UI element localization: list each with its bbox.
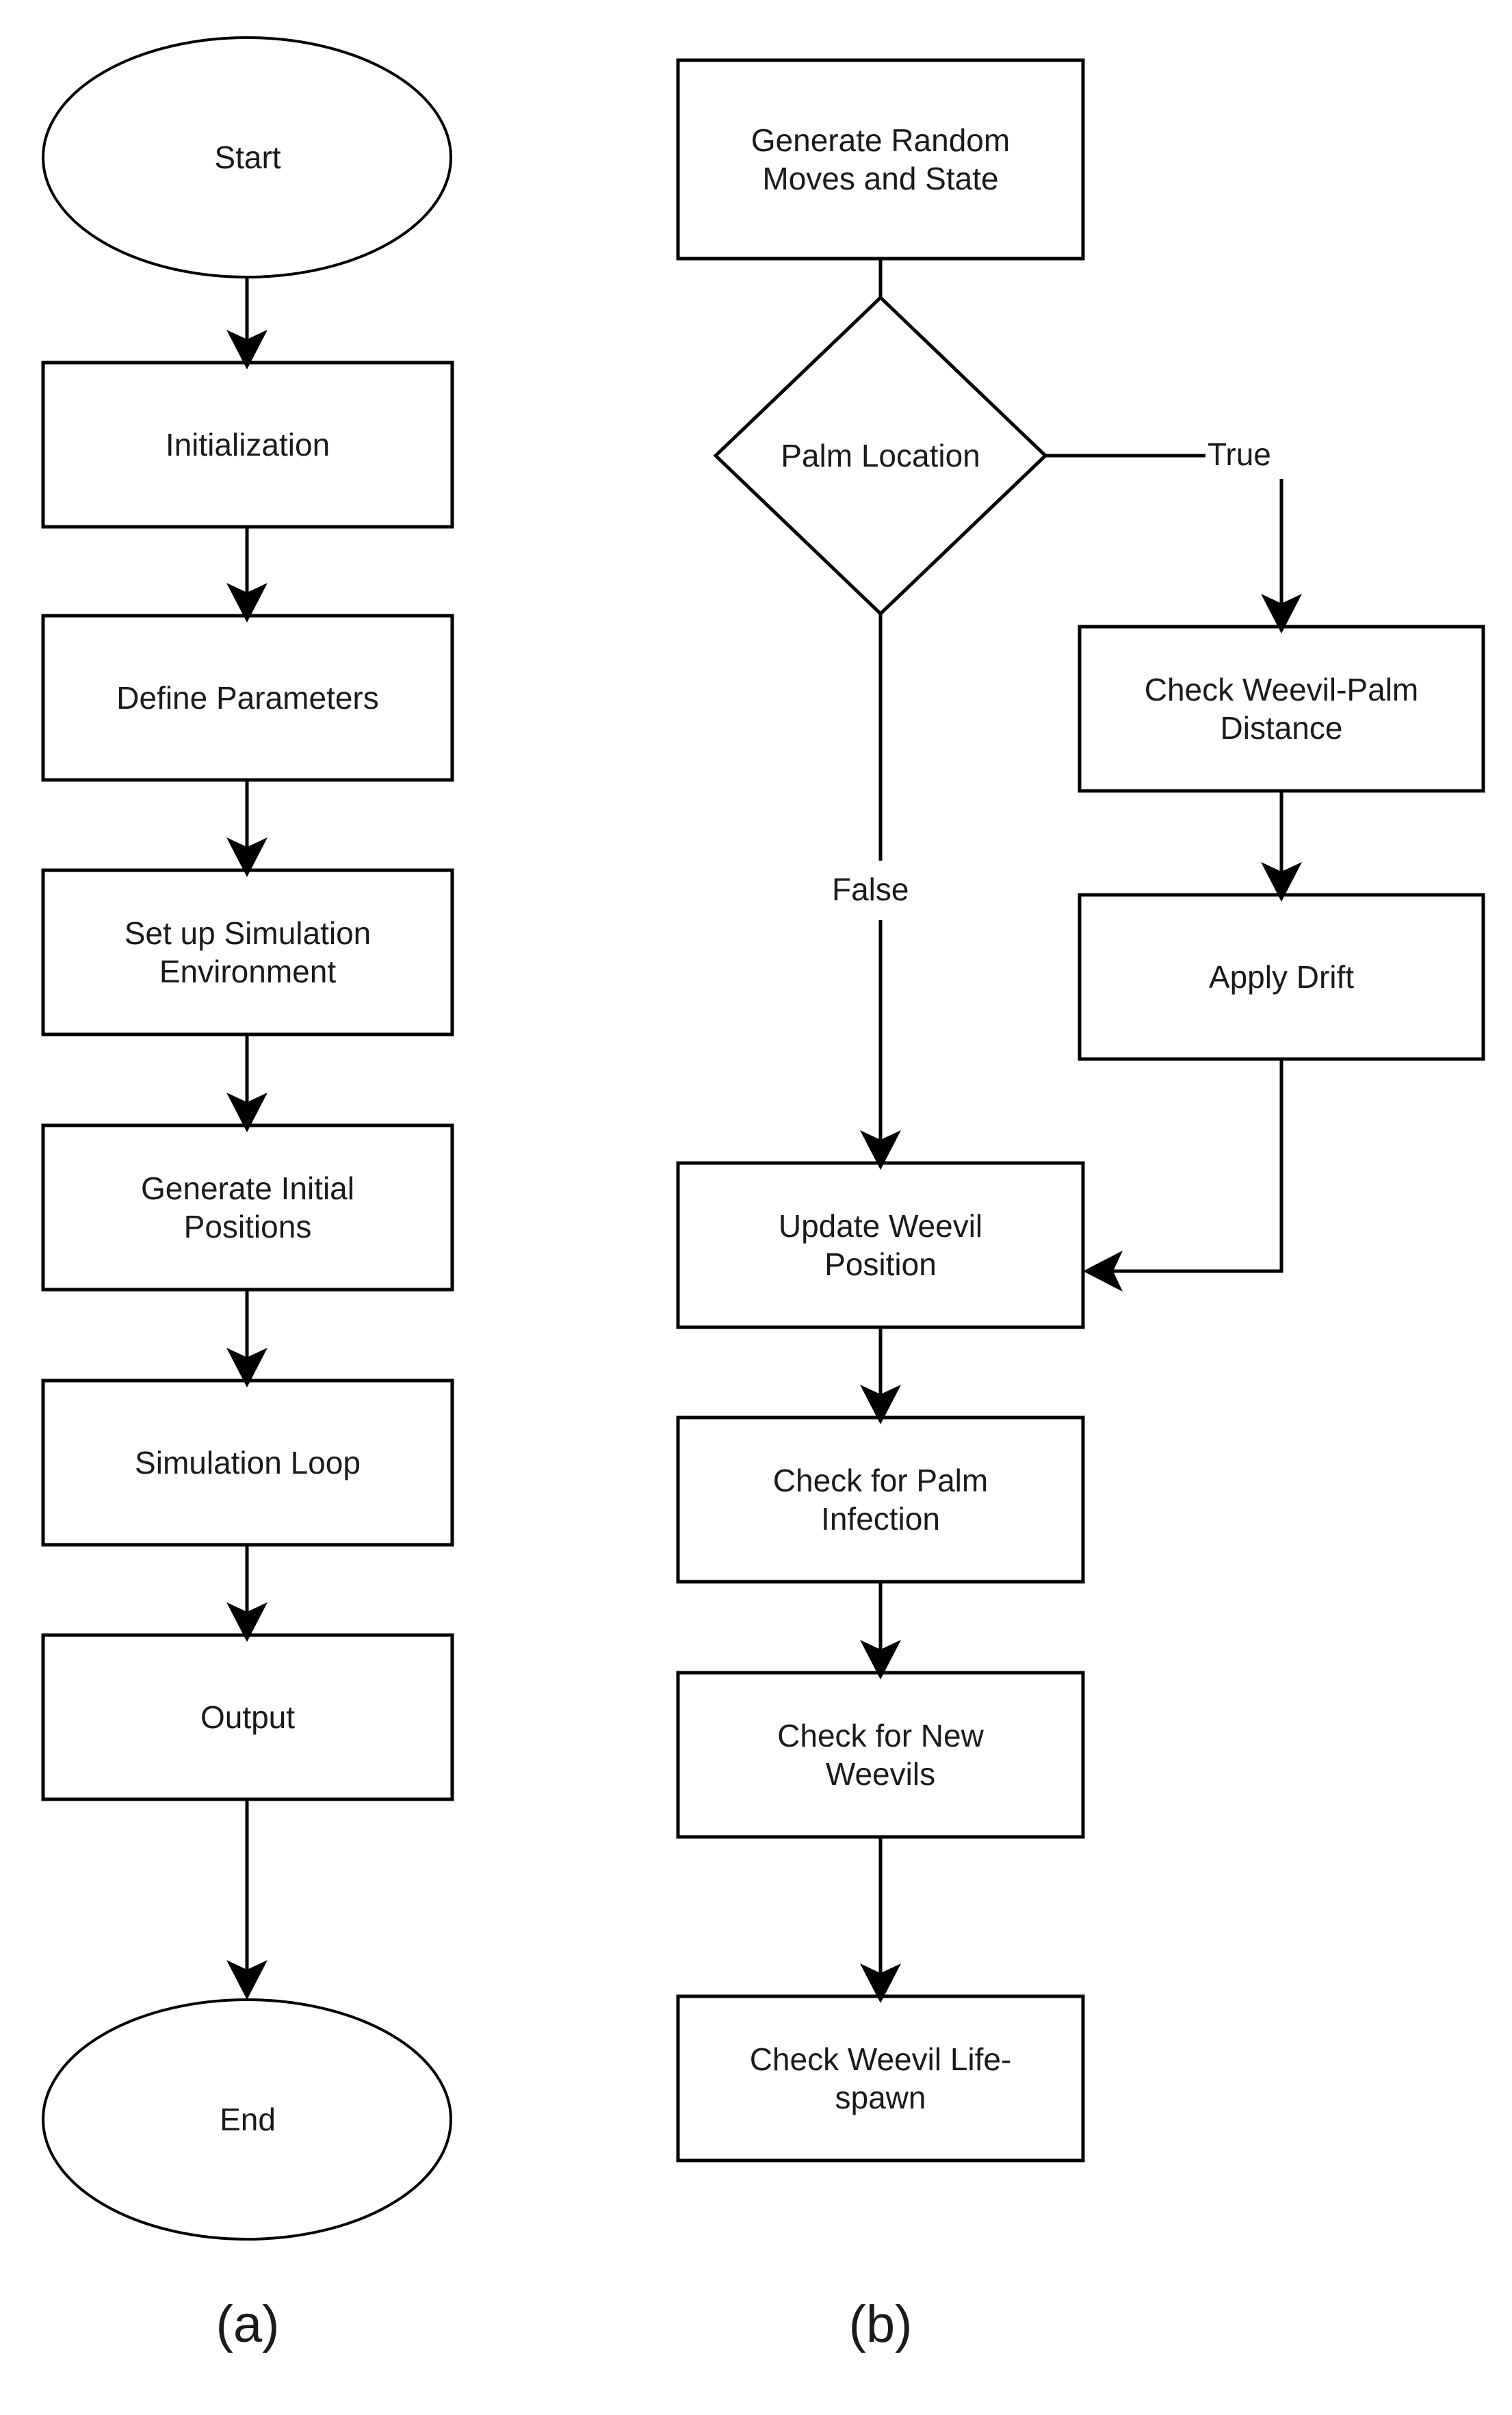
edge-setup-to-generate-initial-positions <box>226 1034 268 1132</box>
edge-check-distance-to-apply-drift <box>1261 791 1302 902</box>
edge-label-false: False <box>832 872 909 907</box>
node-setup-simulation-environment <box>41 868 454 1036</box>
edge-update-position-to-palm-infection <box>860 1327 901 1424</box>
edge-palm-infection-to-new-weevils <box>860 1582 901 1680</box>
edge-generate-initial-positions-to-simulation-loop <box>226 1290 268 1387</box>
node-check-for-palm-infection <box>676 1415 1085 1584</box>
node-end <box>42 1998 452 2241</box>
node-apply-drift <box>1078 893 1485 1061</box>
node-initialization <box>41 361 454 529</box>
edge-apply-drift-to-update-position <box>1083 1059 1283 1292</box>
edge-palm-location-false-to-update-position <box>860 614 901 1170</box>
node-palm-location <box>713 295 1048 616</box>
node-update-weevil-position <box>676 1161 1085 1329</box>
node-define-parameters <box>41 614 454 782</box>
node-check-for-new-weevils <box>676 1671 1085 1839</box>
node-check-weevil-lifespawn <box>676 1994 1085 2163</box>
edge-define-parameters-to-setup <box>226 780 268 877</box>
edge-initialization-to-define-parameters <box>226 527 268 623</box>
edge-start-to-initialization <box>226 277 268 369</box>
edge-output-to-end <box>226 1799 268 2000</box>
edge-label-true: True <box>1208 436 1271 472</box>
node-check-weevil-palm-distance <box>1078 625 1485 793</box>
node-output <box>41 1633 454 1801</box>
node-start <box>42 36 452 278</box>
edge-palm-location-true-to-check-distance <box>1045 454 1302 634</box>
panel-a-caption: (a) <box>216 2295 280 2353</box>
node-generate-initial-positions <box>41 1123 454 1292</box>
panel-b-caption: (b) <box>848 2295 913 2353</box>
edge-new-weevils-to-lifespawn <box>860 1837 901 2003</box>
node-simulation-loop <box>41 1379 454 1547</box>
edge-simulation-loop-to-output <box>226 1545 268 1642</box>
node-generate-random-moves-and-state <box>676 58 1085 261</box>
